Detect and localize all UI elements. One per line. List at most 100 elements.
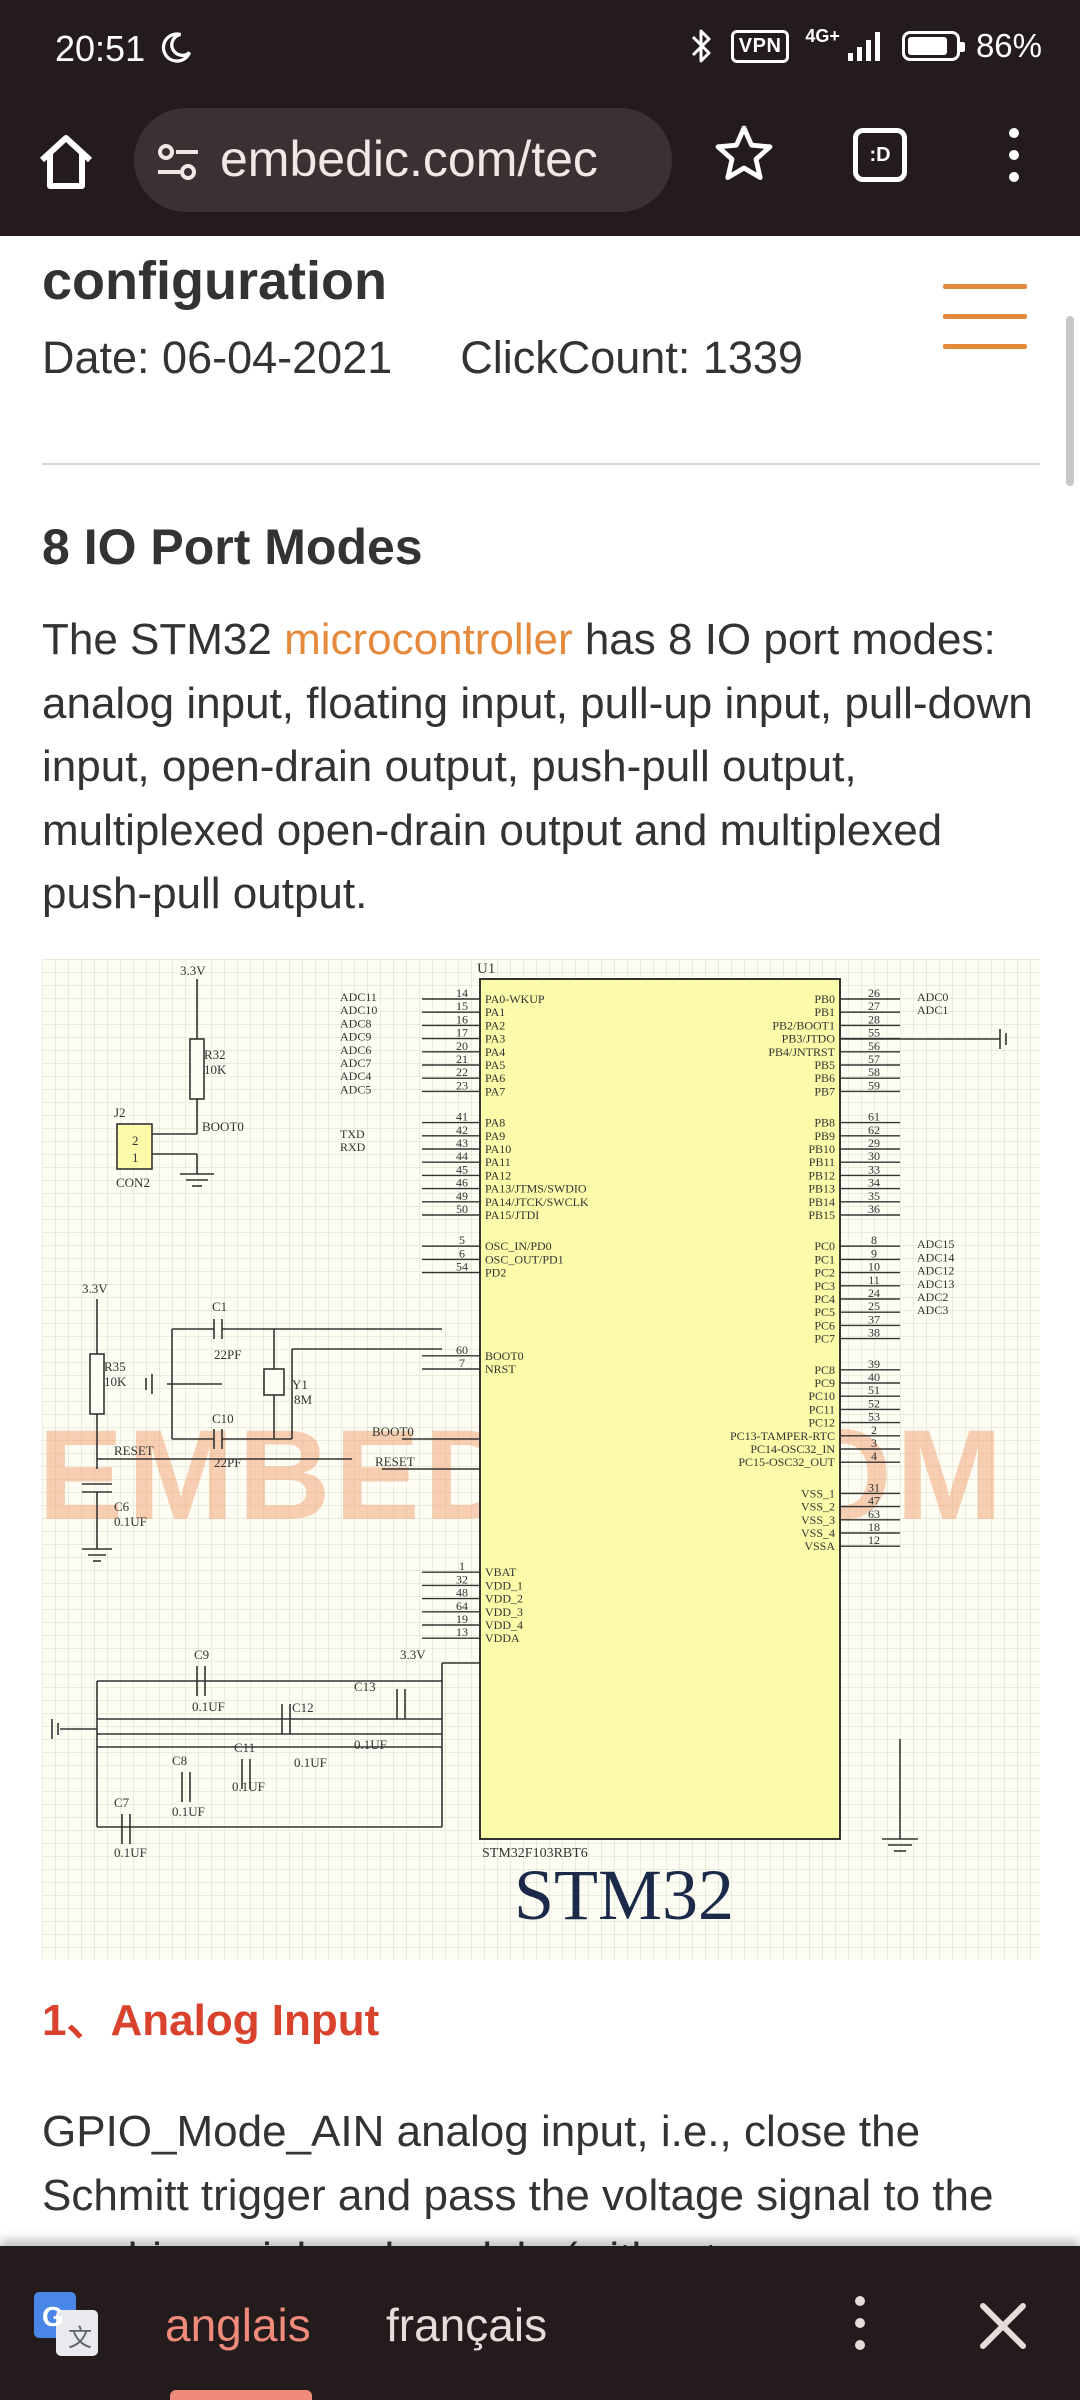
browser-menu-icon[interactable] <box>1004 128 1024 192</box>
pin-name: VSS_1 <box>801 1486 835 1500</box>
pin-name: PB6 <box>814 1071 835 1085</box>
label-c7: C7 <box>114 1795 130 1810</box>
google-translate-icon[interactable]: G 文 <box>34 2292 98 2356</box>
status-icons: VPN 4G+ 86% <box>689 26 1042 66</box>
translate-menu-icon[interactable] <box>850 2296 870 2360</box>
pin-name: PA7 <box>485 1084 505 1098</box>
right-pin: 59 PB7 <box>814 1078 900 1098</box>
pin-number: 15 <box>456 999 468 1013</box>
pin-number: 64 <box>456 1599 468 1613</box>
pin-name: PB0 <box>814 992 835 1006</box>
pin-name: NRST <box>485 1362 516 1376</box>
url-text[interactable]: embedic.com/tec <box>220 131 598 187</box>
pin-name: PC10 <box>808 1389 835 1403</box>
label-c6-value: 0.1UF <box>114 1514 147 1529</box>
address-bar[interactable]: embedic.com/tec <box>134 108 672 212</box>
pin-number: 56 <box>868 1039 880 1053</box>
pin-number: 62 <box>868 1123 880 1137</box>
close-icon[interactable] <box>975 2298 1031 2354</box>
right-pin: 29 PB10 <box>808 1136 900 1156</box>
pin-name: PC6 <box>814 1318 835 1332</box>
pin-net: ADC7 <box>340 1056 371 1070</box>
pin-number: 14 <box>456 986 468 1000</box>
pin-name: PD2 <box>485 1266 506 1280</box>
mcu-chip-body <box>479 978 841 1840</box>
pin-number: 50 <box>456 1202 468 1216</box>
microcontroller-link[interactable]: microcontroller <box>284 615 573 664</box>
label-r35-value: 10K <box>104 1374 127 1389</box>
pin-number: 58 <box>868 1065 880 1079</box>
pin-name: VDDA <box>485 1631 520 1645</box>
pin-number: 45 <box>456 1162 468 1176</box>
label-c7-value: 0.1UF <box>114 1845 147 1860</box>
status-time: 20:51 <box>55 28 146 69</box>
target-language-tab[interactable]: français <box>386 2299 548 2351</box>
pin-name: PB7 <box>814 1084 835 1098</box>
label-c1: C1 <box>212 1299 227 1314</box>
pin-name: PA1 <box>485 1005 505 1019</box>
chip-part-number: STM32F103RBT6 <box>482 1846 588 1861</box>
pin-name: PC3 <box>814 1279 835 1293</box>
pin-name: PC0 <box>814 1239 835 1253</box>
pin-name: PB5 <box>814 1058 835 1072</box>
site-settings-icon[interactable] <box>156 142 200 182</box>
pin-number: 4 <box>871 1449 877 1463</box>
battery-icon <box>901 31 965 61</box>
battery-percent: 86% <box>975 27 1042 64</box>
pin-net: ADC3 <box>917 1303 948 1317</box>
pin-name: PC7 <box>814 1332 835 1346</box>
pin-number: 53 <box>868 1410 880 1424</box>
pin-net: ADC4 <box>340 1069 371 1083</box>
pin-number: 61 <box>868 1110 880 1124</box>
site-menu-icon[interactable] <box>943 284 1027 349</box>
bookmark-star-icon[interactable] <box>712 122 776 186</box>
pin-name: PA10 <box>485 1142 511 1156</box>
pin-number: 32 <box>456 1572 468 1586</box>
pin-number: 10 <box>868 1260 880 1274</box>
tab-switcher-button[interactable]: :D <box>853 128 907 182</box>
label-reset-net: RESET <box>114 1443 154 1458</box>
pin-number: 23 <box>456 1078 468 1092</box>
signal-icon <box>847 32 880 61</box>
home-icon[interactable] <box>32 128 100 196</box>
label-r35: R35 <box>104 1359 126 1374</box>
section-heading: 8 IO Port Modes <box>42 519 423 575</box>
pin-net: ADC6 <box>340 1043 371 1057</box>
scrollbar[interactable] <box>1066 316 1074 486</box>
pin-number: 63 <box>868 1507 880 1521</box>
source-language-tab[interactable]: anglais <box>165 2299 311 2351</box>
label-3v3-vbat: 3.3V <box>400 1647 426 1662</box>
label-c10: C10 <box>212 1411 234 1426</box>
pin-name: PB8 <box>814 1116 835 1130</box>
label-c8: C8 <box>172 1753 187 1768</box>
pin-number: 17 <box>456 1026 468 1040</box>
pin-name: VDD_4 <box>485 1618 523 1632</box>
pin-name: PB10 <box>808 1142 835 1156</box>
label-y1-value: 8M <box>294 1392 313 1407</box>
pin-name: PC1 <box>814 1252 835 1266</box>
pin-number: 59 <box>868 1078 880 1092</box>
pin-name: VSS_2 <box>801 1500 835 1514</box>
pin-number: 29 <box>868 1136 880 1150</box>
analog-input-heading: 1、Analog Input <box>42 1996 380 2045</box>
pin-name: PA2 <box>485 1018 505 1032</box>
